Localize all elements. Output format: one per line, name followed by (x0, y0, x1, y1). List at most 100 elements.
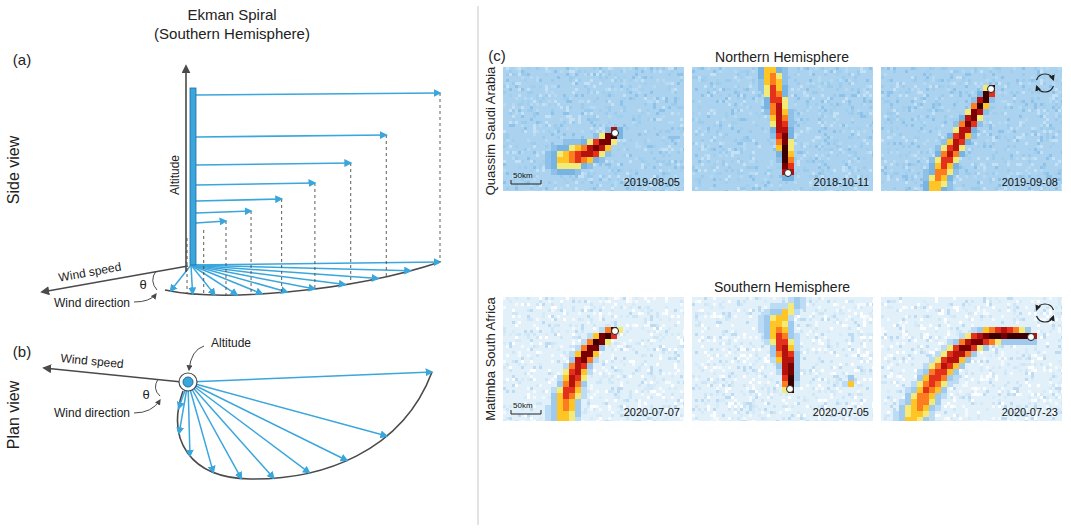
background-pixel (554, 130, 557, 133)
background-pixel (755, 124, 758, 127)
background-pixel (725, 115, 728, 118)
background-pixel (518, 166, 521, 169)
background-pixel (848, 127, 851, 130)
background-pixel (854, 145, 857, 148)
background-pixel (845, 79, 848, 82)
background-pixel (827, 190, 830, 191)
background-pixel (836, 112, 839, 115)
background-pixel (851, 130, 854, 133)
background-pixel (722, 118, 725, 121)
background-pixel (623, 82, 626, 85)
background-pixel (743, 163, 746, 166)
background-pixel (827, 82, 830, 85)
background-pixel (518, 103, 521, 106)
background-pixel (608, 121, 611, 124)
background-pixel (851, 73, 854, 76)
background-pixel (542, 136, 545, 139)
background-pixel (695, 118, 698, 121)
background-pixel (683, 187, 684, 190)
background-pixel (674, 142, 677, 145)
background-pixel (638, 133, 641, 136)
background-pixel (713, 73, 716, 76)
background-pixel (740, 103, 743, 106)
background-pixel (659, 118, 662, 121)
scale-bar-line (511, 180, 541, 184)
background-pixel (797, 67, 800, 70)
background-pixel (533, 127, 536, 130)
background-pixel (590, 112, 593, 115)
background-pixel (515, 151, 518, 154)
background-pixel (809, 127, 812, 130)
background-pixel (806, 103, 809, 106)
background-pixel (821, 82, 824, 85)
background-pixel (545, 103, 548, 106)
background-pixel (584, 85, 587, 88)
background-pixel (749, 154, 752, 157)
background-pixel (863, 157, 866, 160)
background-pixel (683, 124, 684, 127)
background-pixel (815, 136, 818, 139)
projection-dashed-line (281, 199, 282, 292)
background-pixel (641, 70, 644, 73)
background-pixel (794, 139, 797, 142)
background-pixel (635, 79, 638, 82)
background-pixel (671, 139, 674, 142)
background-pixel (848, 82, 851, 85)
plume-pixel (776, 127, 782, 133)
background-pixel (854, 94, 857, 97)
plume-pixel (569, 145, 575, 151)
background-pixel (692, 172, 695, 175)
background-pixel (695, 88, 698, 91)
projection-dashed-line (314, 183, 315, 289)
background-pixel (836, 154, 839, 157)
background-pixel (584, 82, 587, 85)
background-pixel (845, 67, 848, 70)
background-pixel (809, 106, 812, 109)
background-pixel (551, 112, 554, 115)
background-pixel (815, 154, 818, 157)
background-pixel (728, 124, 731, 127)
background-pixel (818, 166, 821, 169)
background-pixel (740, 148, 743, 151)
background-pixel (845, 97, 848, 100)
background-pixel (779, 184, 782, 187)
background-pixel (521, 121, 524, 124)
background-pixel (806, 151, 809, 154)
background-pixel (833, 169, 836, 172)
background-pixel (701, 163, 704, 166)
background-pixel (503, 160, 506, 163)
plume-pixel (581, 151, 587, 157)
background-pixel (668, 169, 671, 172)
background-pixel (653, 70, 656, 73)
background-pixel (560, 124, 563, 127)
plume-pixel (776, 103, 782, 109)
background-pixel (551, 79, 554, 82)
background-pixel (539, 121, 542, 124)
plume-pixel (788, 109, 794, 115)
background-pixel (503, 133, 506, 136)
background-pixel (767, 181, 770, 184)
background-pixel (710, 136, 713, 139)
background-pixel (611, 190, 614, 191)
background-pixel (809, 184, 812, 187)
background-pixel (818, 76, 821, 79)
background-pixel (728, 97, 731, 100)
background-pixel (530, 91, 533, 94)
background-pixel (623, 70, 626, 73)
background-pixel (836, 88, 839, 91)
background-pixel (821, 127, 824, 130)
background-pixel (509, 70, 512, 73)
background-pixel (605, 160, 608, 163)
leader-line (134, 400, 160, 413)
background-pixel (737, 91, 740, 94)
background-pixel (797, 88, 800, 91)
background-pixel (611, 154, 614, 157)
background-pixel (746, 76, 749, 79)
background-pixel (638, 118, 641, 121)
background-pixel (821, 145, 824, 148)
background-pixel (812, 85, 815, 88)
background-pixel (629, 169, 632, 172)
background-pixel (599, 124, 602, 127)
background-pixel (644, 160, 647, 163)
background-pixel (626, 154, 629, 157)
